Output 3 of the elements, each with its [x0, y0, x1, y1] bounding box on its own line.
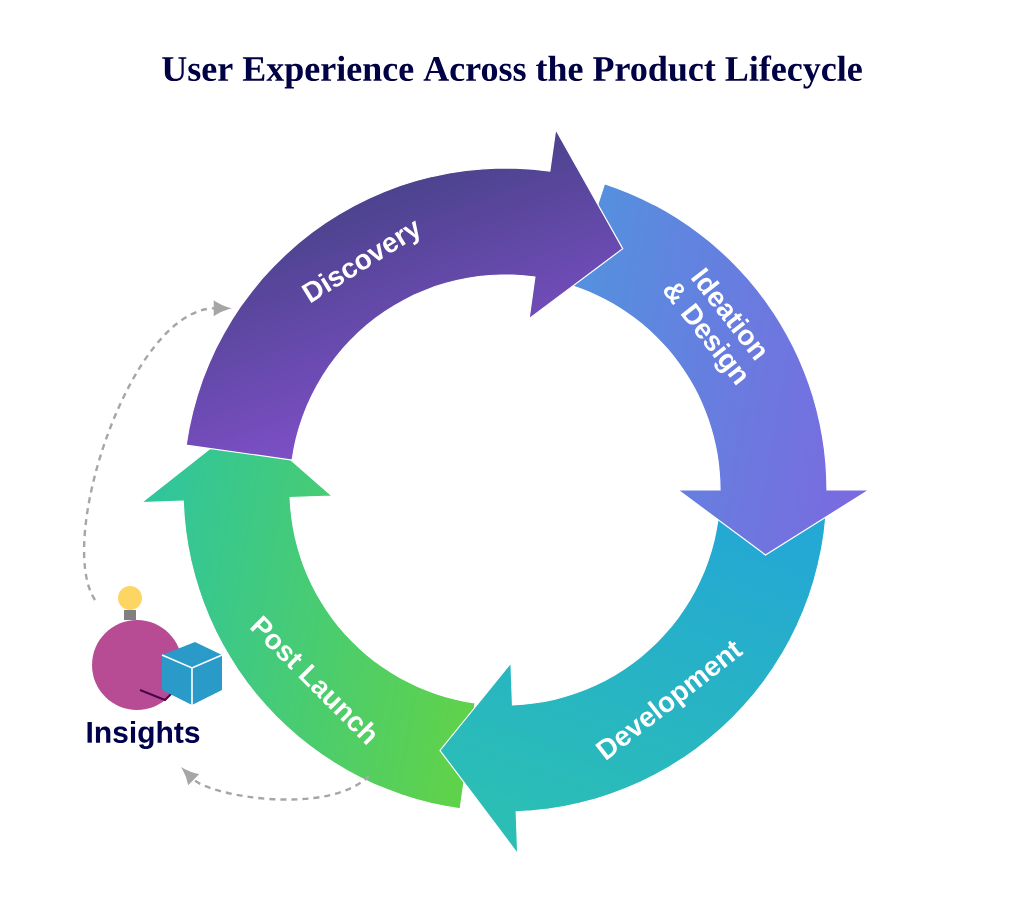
title: User Experience Across the Product Lifecycle: [162, 55, 862, 89]
dashed-arrow: [182, 768, 370, 801]
dashed-arrow: [83, 301, 229, 601]
